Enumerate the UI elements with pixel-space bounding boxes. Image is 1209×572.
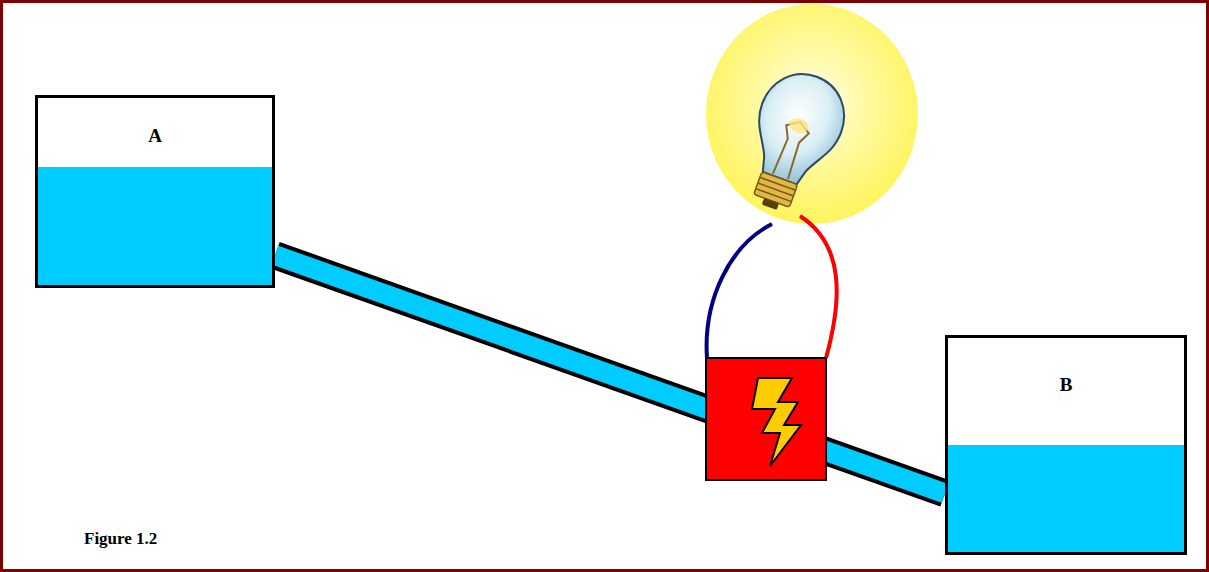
figure-caption: Figure 1.2 — [84, 529, 157, 549]
water-tank: B — [945, 335, 1187, 555]
lightning-symbol — [752, 378, 801, 466]
generator-box — [706, 358, 826, 480]
water-tank: A — [35, 95, 275, 288]
filament-glow — [787, 116, 811, 136]
bulb-glass — [740, 62, 856, 192]
bulb-base — [754, 172, 798, 208]
red-wire — [800, 216, 837, 358]
pipe-water — [275, 255, 945, 493]
blue-wire — [707, 224, 772, 358]
tank-water — [948, 445, 1184, 552]
bulb-threads — [756, 177, 796, 201]
tank-water — [38, 167, 272, 285]
tank-label: B — [948, 374, 1184, 396]
tank-label: A — [38, 125, 272, 147]
pipe — [275, 255, 945, 493]
light-bulb — [730, 62, 856, 221]
bulb-contact — [762, 198, 779, 210]
light-glow — [706, 4, 918, 224]
